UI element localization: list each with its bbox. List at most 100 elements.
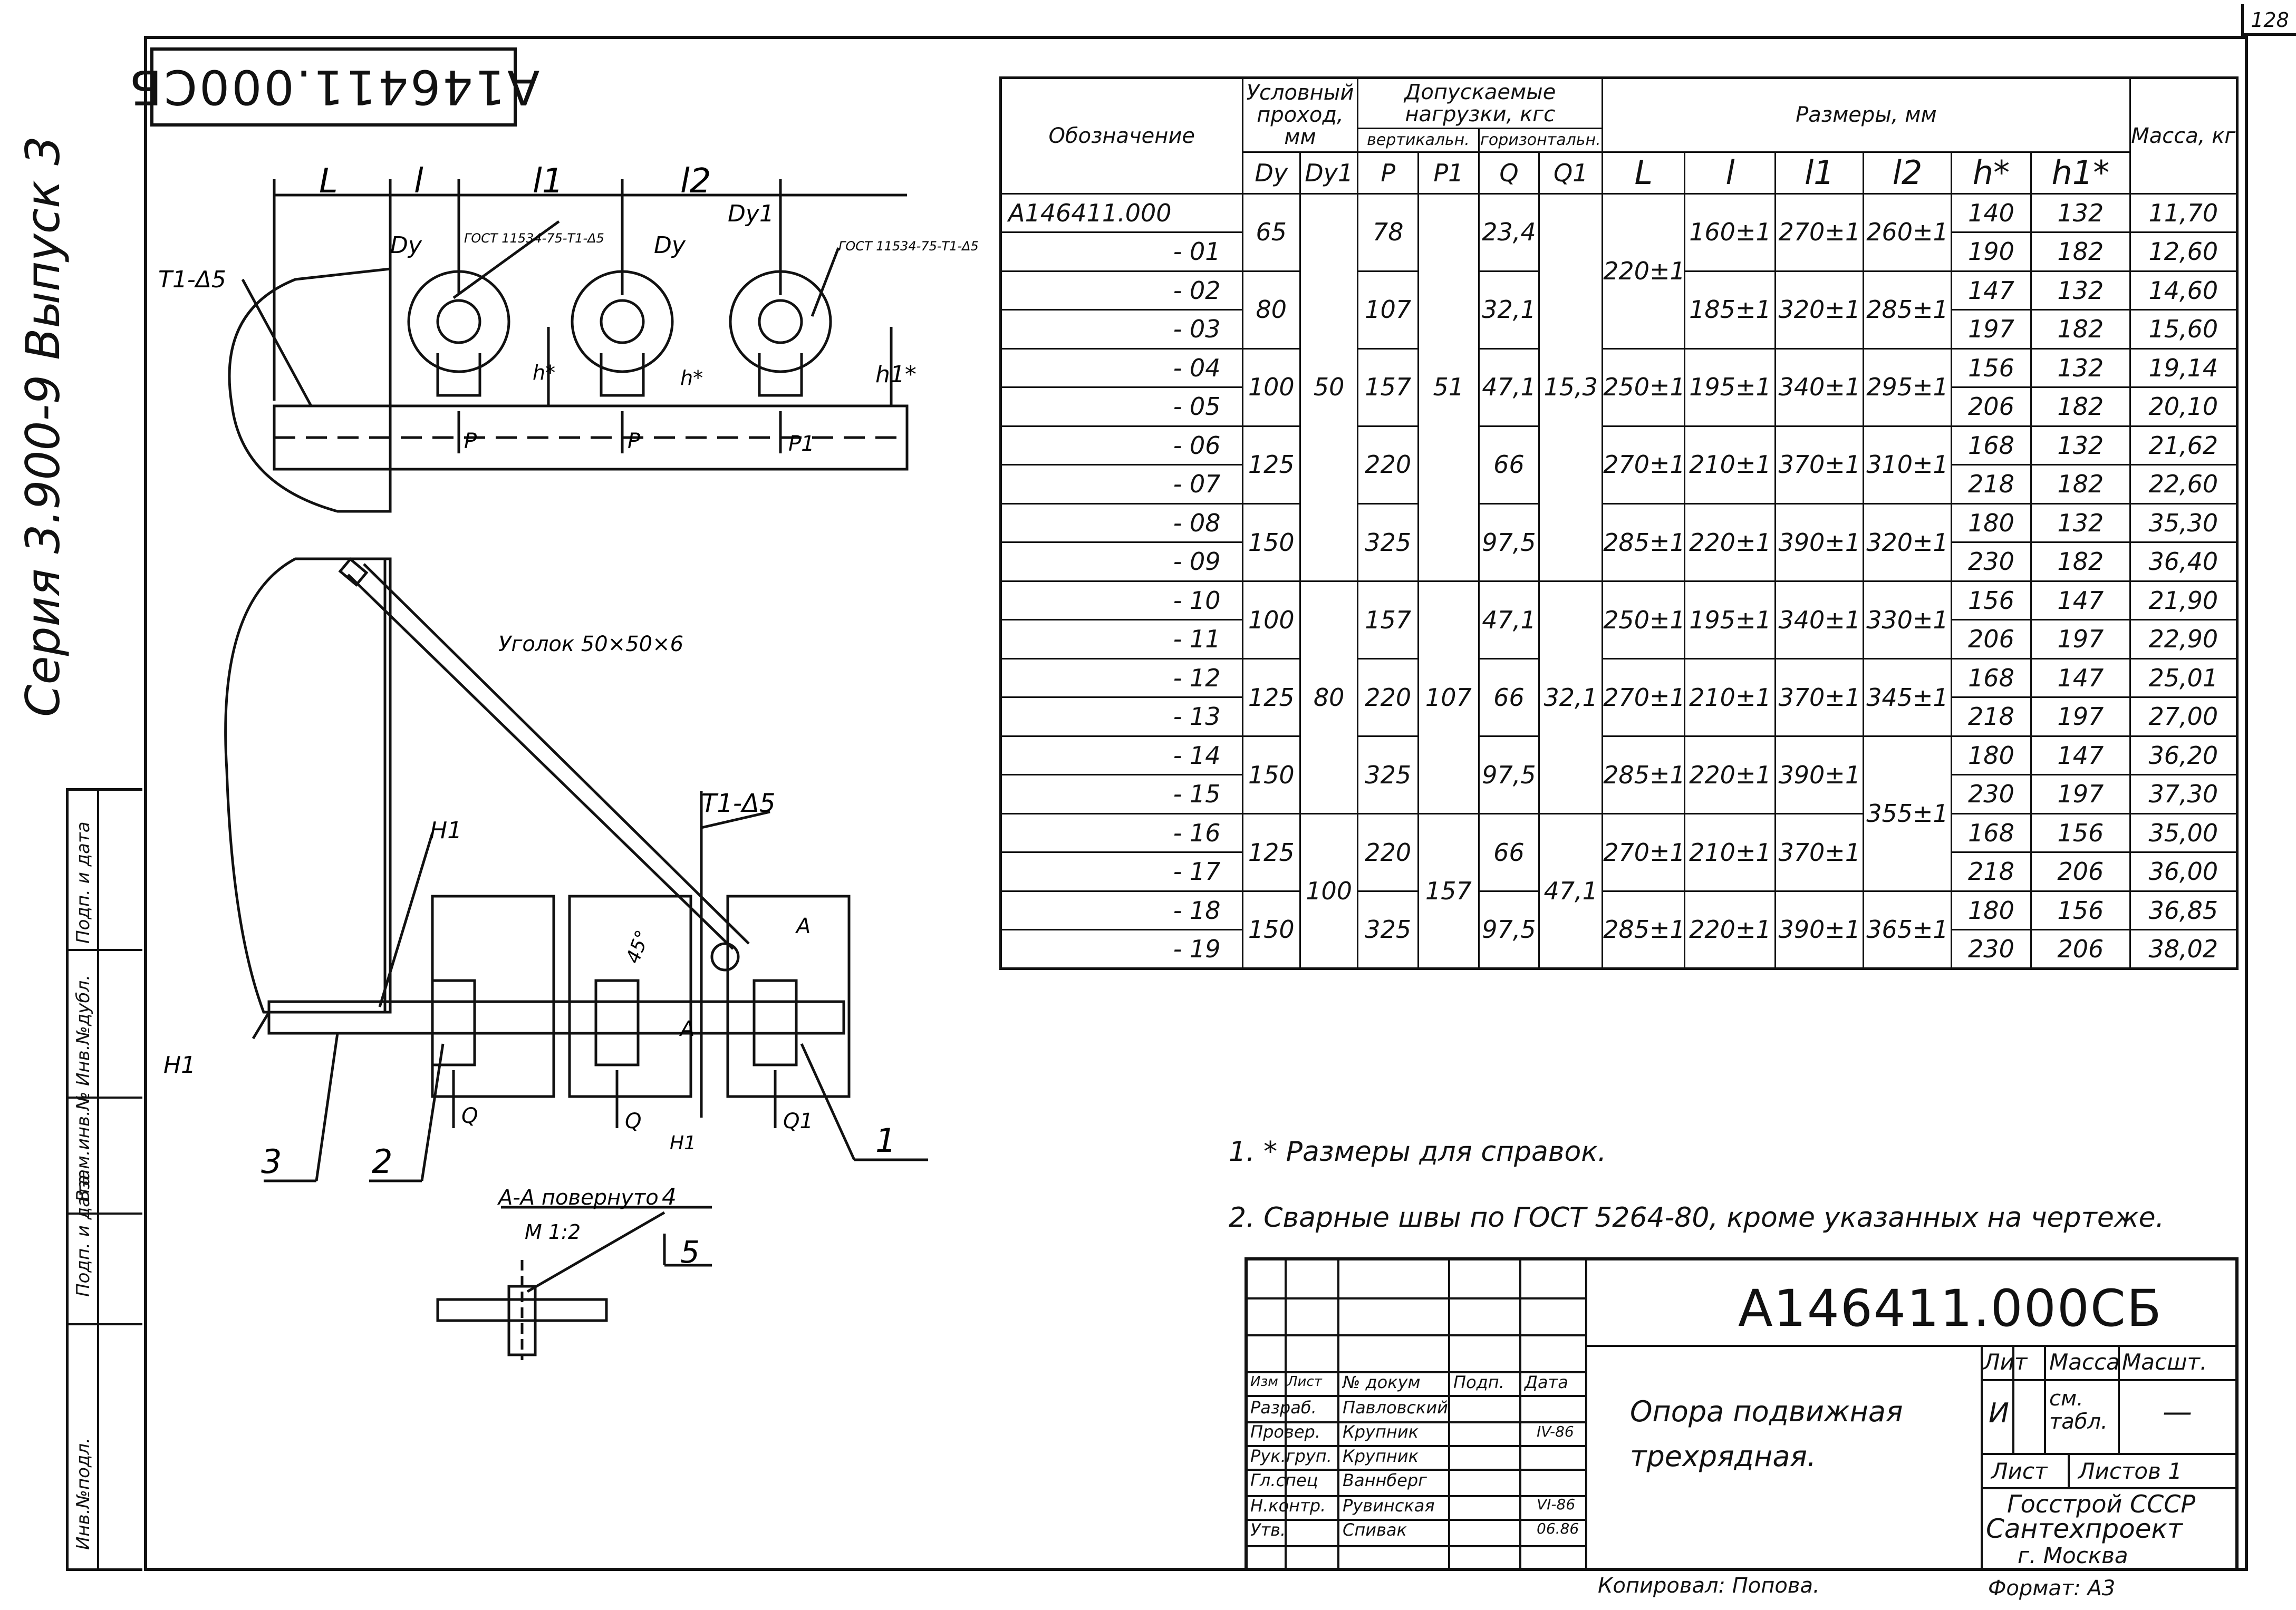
table-cell: 147 xyxy=(2030,657,2131,699)
table-cell: 168 xyxy=(1950,812,2032,854)
tb-date: VI-86 xyxy=(1537,1496,1576,1513)
table-cell: 156 xyxy=(2030,812,2131,854)
table-cell: - 05 xyxy=(1000,386,1243,427)
table-cell: 160±1 xyxy=(1684,192,1777,272)
table-cell: - 08 xyxy=(1000,502,1243,544)
table-cell: l1 xyxy=(1774,151,1865,195)
mass-head: Масса xyxy=(2049,1349,2120,1375)
doc-number: А146411.000СБ xyxy=(1738,1279,2163,1338)
table-cell: h* xyxy=(1950,151,2032,195)
section-mark: A xyxy=(679,1017,694,1041)
table-cell: L xyxy=(1602,151,1686,195)
table-cell: 220±1 xyxy=(1602,192,1686,350)
table-cell: 295±1 xyxy=(1863,347,1952,427)
table-cell: 182 xyxy=(2030,309,2131,350)
table-cell: 370±1 xyxy=(1774,425,1865,505)
h-label: h* xyxy=(680,366,703,390)
col-head: Дата xyxy=(1525,1372,1568,1392)
table-cell: 260±1 xyxy=(1863,192,1952,272)
table-cell: - 11 xyxy=(1000,619,1243,659)
table-cell: 218 xyxy=(1950,464,2032,505)
lit-value: И xyxy=(1989,1398,2009,1429)
table-cell: 250±1 xyxy=(1602,347,1686,427)
dim-label: l2 xyxy=(680,162,711,201)
table-cell: горизонтальн. xyxy=(1478,127,1604,153)
copied-by: Копировал: Попова. xyxy=(1598,1574,1820,1598)
table-cell: 50 xyxy=(1299,192,1359,582)
table-cell: 32,1 xyxy=(1538,580,1604,814)
table-cell: 206 xyxy=(1950,386,2032,427)
table-cell: 156 xyxy=(2030,890,2131,931)
table-cell: 22,90 xyxy=(2129,619,2239,659)
table-cell: Допускаемые нагрузки, кгс xyxy=(1357,77,1604,129)
table-cell: 220 xyxy=(1357,425,1420,505)
table-cell: 270±1 xyxy=(1774,192,1865,272)
table-cell: 206 xyxy=(2030,851,2131,892)
lit-head: Лит xyxy=(1983,1349,2028,1375)
col-head: Подп. xyxy=(1453,1372,1504,1392)
table-cell: 206 xyxy=(1950,619,2032,659)
table-cell: l2 xyxy=(1863,151,1952,195)
position-number: 1 xyxy=(875,1121,896,1160)
table-cell: 65 xyxy=(1241,192,1301,272)
tb-date: IV-86 xyxy=(1537,1423,1574,1440)
weld-label: T1-Δ5 xyxy=(701,789,776,818)
table-cell: 100 xyxy=(1241,580,1301,659)
table-cell: 36,85 xyxy=(2129,890,2239,931)
col-head: № докум xyxy=(1343,1372,1421,1392)
angle-profile-label: Уголок 50×50×6 xyxy=(498,632,683,656)
tb-role: Н.контр. xyxy=(1250,1496,1326,1516)
table-cell: 182 xyxy=(2030,464,2131,505)
h-label: h* xyxy=(533,361,555,384)
table-cell: 80 xyxy=(1299,580,1359,814)
tb-name: Ваннберг xyxy=(1343,1470,1427,1490)
table-cell: 270±1 xyxy=(1602,657,1686,737)
table-cell: 157 xyxy=(1357,347,1420,427)
h-label: h1* xyxy=(875,361,917,388)
table-cell: - 03 xyxy=(1000,309,1243,350)
table-cell: 100 xyxy=(1299,812,1359,970)
table-cell: - 12 xyxy=(1000,657,1243,699)
table-cell: 285±1 xyxy=(1602,735,1686,814)
note-2: 2. Сварные швы по ГОСТ 5264-80, кроме ук… xyxy=(1229,1202,2165,1234)
table-cell: 230 xyxy=(1950,929,2032,969)
table-cell: 320±1 xyxy=(1863,502,1952,582)
table-cell: 140 xyxy=(1950,192,2032,234)
section-scale: М 1:2 xyxy=(525,1220,581,1244)
table-cell: 157 xyxy=(1417,812,1480,970)
table-cell: P xyxy=(1357,151,1420,195)
table-cell: - 01 xyxy=(1000,231,1243,272)
load-label: Q xyxy=(461,1104,478,1128)
table-cell: 147 xyxy=(2030,580,2131,621)
table-cell: 150 xyxy=(1241,502,1301,582)
load-label: P1 xyxy=(788,432,815,456)
table-cell: 365±1 xyxy=(1863,890,1952,970)
tb-name: Крупник xyxy=(1343,1422,1419,1442)
tb-role: Разраб. xyxy=(1250,1398,1317,1418)
angle-label: 45° xyxy=(622,927,654,966)
table-cell: 36,40 xyxy=(2129,541,2239,582)
section-title: А-А повернуто xyxy=(497,1186,659,1210)
table-cell: 270±1 xyxy=(1602,425,1686,505)
table-cell: - 07 xyxy=(1000,464,1243,505)
table-cell: 218 xyxy=(1950,696,2032,737)
table-cell: Q xyxy=(1478,151,1540,195)
product-name: трехрядная. xyxy=(1630,1440,1817,1473)
table-cell: 230 xyxy=(1950,774,2032,814)
table-cell: 325 xyxy=(1357,502,1420,582)
load-label: Q1 xyxy=(783,1109,813,1133)
table-cell: 66 xyxy=(1478,812,1540,892)
table-cell: 47,1 xyxy=(1478,580,1540,659)
position-number: 2 xyxy=(372,1142,392,1181)
position-number: 5 xyxy=(680,1234,700,1270)
tb-role: Провер. xyxy=(1250,1422,1320,1442)
table-cell: 206 xyxy=(2030,929,2131,969)
tb-date: 06.86 xyxy=(1537,1520,1579,1537)
table-cell: А146411.000 xyxy=(1000,192,1243,234)
table-cell: 168 xyxy=(1950,425,2032,466)
table-cell: 210±1 xyxy=(1684,657,1777,737)
table-cell: Размеры, мм xyxy=(1602,77,2131,153)
callout-label: Dy xyxy=(390,232,422,259)
sheet-number: 128 xyxy=(2241,4,2296,36)
